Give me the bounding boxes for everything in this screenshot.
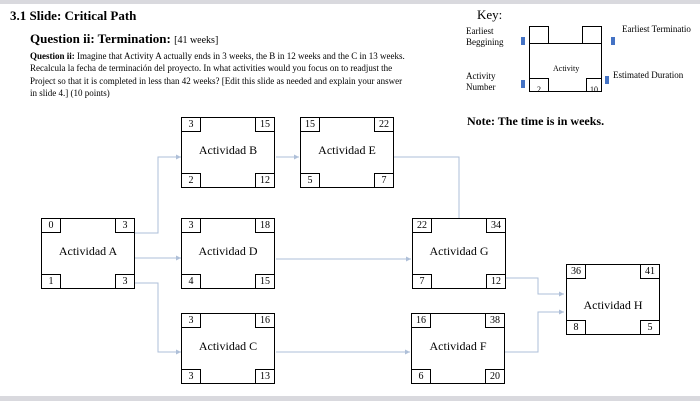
activity-g-number: 7 bbox=[412, 274, 432, 289]
activity-e-node: 15 22 Actividad E 5 7 bbox=[300, 117, 394, 188]
arrow-a-to-c bbox=[135, 282, 181, 355]
key-marker-activity-number bbox=[521, 80, 525, 88]
question-line-1: Imagine that Activity A actually ends in… bbox=[77, 51, 405, 61]
activity-h-node: 36 41 Actividad H 8 5 bbox=[566, 264, 660, 335]
activity-c-duration: 13 bbox=[255, 369, 275, 384]
activity-f-name: Actividad F bbox=[429, 339, 487, 353]
key-box-number: 2 bbox=[529, 78, 549, 94]
key-marker-estimated-duration bbox=[605, 76, 609, 84]
activity-h-name: Actividad H bbox=[583, 298, 643, 312]
activity-d-number: 4 bbox=[181, 274, 201, 289]
activity-a-name: Actividad A bbox=[58, 244, 118, 258]
arrow-g-to-h bbox=[506, 277, 564, 297]
activity-e-name: Actividad E bbox=[318, 143, 376, 157]
activity-f-number: 6 bbox=[411, 369, 431, 384]
question-heading: Question ii: Termination: [41 weeks] bbox=[30, 31, 219, 46]
activity-d-duration: 15 bbox=[255, 274, 275, 289]
activity-f-earliest-finish: 38 bbox=[485, 313, 505, 328]
activity-b-earliest-start: 3 bbox=[181, 117, 201, 132]
activity-a-duration: 3 bbox=[115, 274, 135, 289]
key-box-duration: 10 bbox=[586, 78, 602, 94]
question-label: Question ii: bbox=[30, 51, 75, 61]
activity-d-name: Actividad D bbox=[198, 244, 258, 258]
activity-g-earliest-finish: 34 bbox=[486, 218, 506, 233]
window-frame-bottom bbox=[0, 396, 700, 401]
key-marker-earliest-beginning bbox=[521, 37, 525, 45]
key-title: Key: bbox=[477, 7, 503, 22]
activity-d-earliest-finish: 18 bbox=[255, 218, 275, 233]
question-weeks: [41 weeks] bbox=[174, 35, 219, 46]
arrow-f-to-h bbox=[505, 309, 564, 353]
slide-title: 3.1 Slide: Critical Path bbox=[10, 8, 137, 23]
activity-h-earliest-start: 36 bbox=[566, 264, 586, 279]
activity-a-earliest-start: 0 bbox=[41, 218, 61, 233]
activity-f-duration: 20 bbox=[485, 369, 505, 384]
window-frame-top bbox=[0, 0, 700, 4]
activity-g-node: 22 34 Actividad G 7 12 bbox=[412, 218, 506, 289]
activity-b-earliest-finish: 15 bbox=[255, 117, 275, 132]
activity-c-earliest-start: 3 bbox=[181, 313, 201, 328]
activity-c-earliest-finish: 16 bbox=[255, 313, 275, 328]
key-box-earliest-start bbox=[529, 26, 549, 44]
activity-b-name: Actividad B bbox=[198, 143, 258, 157]
key-earliest-termination-label: Earliest Terminatio bbox=[622, 24, 691, 34]
activity-c-name: Actividad C bbox=[198, 339, 258, 353]
question-line-2: Recalcula la fecha de terminación del pr… bbox=[30, 63, 393, 74]
key-sample-activity: Activity bbox=[553, 64, 580, 73]
activity-b-node: 3 15 Actividad B 2 12 bbox=[181, 117, 275, 188]
time-note: Note: The time is in weeks. bbox=[467, 114, 605, 128]
activity-e-duration: 7 bbox=[374, 173, 394, 188]
activity-c-number: 3 bbox=[181, 369, 201, 384]
activity-e-number: 5 bbox=[300, 173, 320, 188]
activity-g-earliest-start: 22 bbox=[412, 218, 432, 233]
activity-d-node: 3 18 Actividad D 4 15 bbox=[181, 218, 275, 289]
activity-f-earliest-start: 16 bbox=[411, 313, 431, 328]
activity-e-earliest-finish: 22 bbox=[374, 117, 394, 132]
activity-e-earliest-start: 15 bbox=[300, 117, 320, 132]
activity-f-node: 16 38 Actividad F 6 20 bbox=[411, 313, 505, 384]
key-marker-earliest-termination bbox=[611, 37, 615, 45]
activity-a-earliest-finish: 3 bbox=[115, 218, 135, 233]
arrow-e-to-g bbox=[394, 156, 462, 226]
key-box-earliest-finish bbox=[582, 26, 602, 44]
activity-d-earliest-start: 3 bbox=[181, 218, 201, 233]
key-diagram: Activity 2 10 bbox=[529, 26, 609, 94]
activity-b-number: 2 bbox=[181, 173, 201, 188]
question-line-3: Project so that it is completed in less … bbox=[30, 75, 403, 86]
activity-h-earliest-finish: 41 bbox=[640, 264, 660, 279]
activity-h-duration: 5 bbox=[640, 320, 660, 335]
question-body: Question ii: Imagine that Activity A act… bbox=[30, 50, 462, 99]
activity-g-duration: 12 bbox=[486, 274, 506, 289]
question-heading-text: Question ii: Termination bbox=[30, 31, 167, 46]
activity-a-node: 0 3 Actividad A 1 3 bbox=[41, 218, 135, 289]
key-estimated-duration-label: Estimated Duration bbox=[613, 70, 684, 80]
question-line-4: in slide 4.] (10 points) bbox=[30, 87, 110, 98]
activity-g-name: Actividad G bbox=[429, 244, 489, 258]
arrow-a-to-b bbox=[135, 154, 181, 234]
activity-a-number: 1 bbox=[41, 274, 61, 289]
activity-h-number: 8 bbox=[566, 320, 586, 335]
activity-b-duration: 12 bbox=[255, 173, 275, 188]
activity-c-node: 3 16 Actividad C 3 13 bbox=[181, 313, 275, 384]
